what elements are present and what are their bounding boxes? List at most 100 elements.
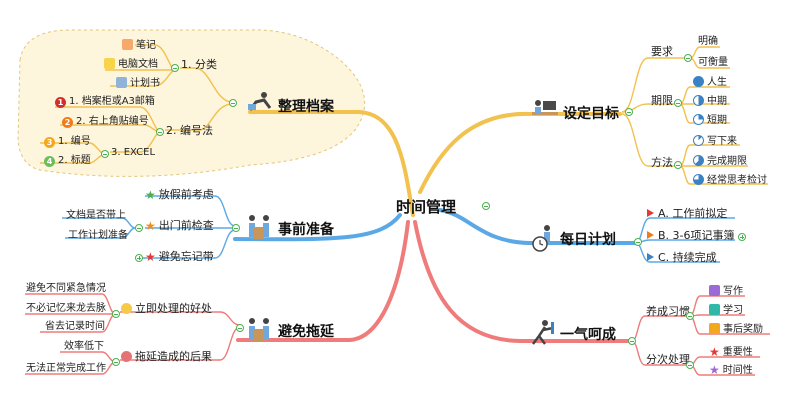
toggle-icon[interactable] [112,310,120,318]
toggle-icon[interactable] [686,361,694,369]
leaf-label: 事后奖励 [723,324,763,335]
subtopic-requirement[interactable]: 要求 [651,45,673,58]
orange-flag-icon [647,231,654,239]
leaf-no-memory[interactable]: 不必记忆来龙去脉 [26,303,106,314]
leaf-pc-docs[interactable]: 电脑文档 [104,58,158,71]
toggle-icon[interactable] [171,64,179,72]
link-center-oneshot [413,220,632,343]
music-icon [709,323,720,334]
toggle-icon[interactable] [236,324,244,332]
leaf-writing[interactable]: 写作 [709,285,743,298]
leaf-label: 1. 编号 [58,136,91,147]
subtopic-consequence[interactable]: 拖延造成的后果 [121,350,212,363]
toggle-icon[interactable] [101,150,109,158]
leaf-forget[interactable]: ★避免忘记带 [145,250,214,264]
expand-icon[interactable] [738,233,746,241]
toggle-icon[interactable] [628,337,636,345]
leaf-deadline[interactable]: 完成期限 [693,155,747,168]
leaf-plan[interactable]: 计划书 [116,77,160,90]
subtopic-check[interactable]: ★出门前检查 [145,219,214,233]
leaf-label: 放假前考虑 [158,188,214,201]
topic-prepare[interactable]: 事前准备 [278,222,334,238]
leaf-learning[interactable]: 学习 [709,304,743,317]
toggle-icon[interactable] [135,224,143,232]
leaf-short[interactable]: 短期 [693,114,727,127]
topic-archive[interactable]: 整理档案 [278,99,334,115]
leaf-label: 写下来 [707,136,737,147]
toggle-icon[interactable] [482,202,490,210]
toggle-icon[interactable] [674,161,682,169]
number-2-icon: 2 [62,117,73,128]
subtopic-excel[interactable]: 3. EXCEL [111,147,156,158]
people-boxes-icon [245,213,273,241]
leaf-timeliness[interactable]: ★时间性 [709,364,753,377]
leaf-write-down[interactable]: 写下来 [693,135,737,148]
toggle-icon[interactable] [686,312,694,320]
toggle-icon[interactable] [232,224,240,232]
progress-mid-icon [693,155,704,166]
leaf-label: 短期 [707,115,727,126]
leaf-reward[interactable]: 事后奖励 [709,323,763,336]
subtopic-numbering[interactable]: 2. 编号法 [166,124,213,137]
subtopic-habit[interactable]: 养成习惯 [646,305,690,318]
half-progress-icon [693,95,704,106]
orange-star-icon: ★ [145,219,156,233]
leaf-life[interactable]: 人生 [693,76,727,89]
leaf-importance[interactable]: ★重要性 [709,346,753,359]
link-center-prepare [233,213,402,242]
leaf-low-efficiency[interactable]: 效率低下 [64,341,104,352]
quarter-progress-icon [693,114,704,125]
leaf-notebook[interactable]: B. 3-6项记事簿 [647,229,735,242]
central-topic[interactable]: 时间管理 [396,198,457,216]
leaf-label: 电脑文档 [118,59,158,70]
subtopic-steps[interactable]: 分次处理 [646,353,690,366]
toggle-icon[interactable] [156,128,164,136]
leaf-cannot-finish[interactable]: 无法正常完成工作 [26,363,106,374]
expand-icon[interactable] [135,254,143,262]
leaf-reflect[interactable]: 经常思考检讨 [693,174,767,187]
leaf-notes[interactable]: 笔记 [122,39,156,52]
subtopic-method[interactable]: 方法 [651,156,673,169]
toggle-icon[interactable] [684,54,692,62]
leaf-label: 完成期限 [707,156,747,167]
toggle-icon[interactable] [625,108,633,116]
toggle-icon[interactable] [229,99,237,107]
link-center-archive [248,109,415,217]
toggle-icon[interactable] [674,99,682,107]
topic-goal[interactable]: 设定目标 [563,106,619,122]
leaf-label: B. 3-6项记事簿 [658,229,735,242]
leaf-label: 避免忘记带 [158,250,214,263]
leaf-before-work[interactable]: A. 工作前拟定 [647,207,727,220]
leaf-docs-taken[interactable]: 文档是否带上 [66,210,126,221]
leaf-clear[interactable]: 明确 [698,36,718,47]
person-pushing-icon [527,318,555,346]
notes-icon [122,39,133,50]
toggle-icon[interactable] [112,358,120,366]
green-star-icon: ★ [145,188,156,202]
people-boxes-icon [245,316,273,342]
toggle-icon[interactable] [634,238,642,246]
leaf-save-record[interactable]: 省去记录时间 [45,321,105,332]
topic-oneshot[interactable]: 一气呵成 [560,327,616,343]
leaf-label: 1. 档案柜或A3邮箱 [69,96,155,107]
leaf-label: 拖延造成的后果 [135,350,212,363]
subtopic-classify[interactable]: 1. 分类 [181,58,217,71]
leaf-measurable[interactable]: 可衡量 [698,57,728,68]
topic-delay[interactable]: 避免拖延 [278,324,334,340]
leaf-work-plan[interactable]: 工作计划准备 [68,230,128,241]
subtopic-period[interactable]: 期限 [651,94,673,107]
leaf-continue[interactable]: C. 持续完成 [647,251,717,264]
learning-icon [709,304,720,315]
topic-daily[interactable]: 每日计划 [560,232,616,248]
number-1-icon: 1 [55,97,66,108]
subtopic-benefit[interactable]: 立即处理的好处 [121,302,212,315]
leaf-label: 学习 [723,305,743,316]
leaf-midterm[interactable]: 中期 [693,95,727,108]
leaf-avoid-emergency[interactable]: 避免不同紧急情况 [26,283,106,294]
link-center-daily [438,208,637,245]
leaf-holiday[interactable]: ★放假前考虑 [145,188,214,202]
